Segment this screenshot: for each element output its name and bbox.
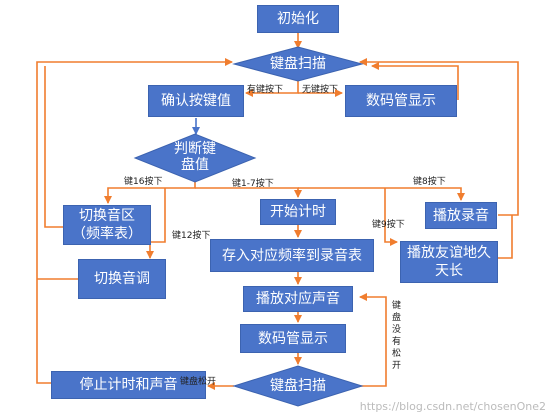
edge-label-key-released: 键盘松开 [180, 377, 217, 387]
init-label: 初始化 [277, 11, 319, 27]
play-record-box: 播放录音 [425, 202, 497, 229]
edge-label-key8: 键8按下 [413, 177, 446, 187]
scan-bottom-label: 键盘扫描 [270, 378, 326, 394]
arrow-display-to-scan [371, 62, 459, 100]
scan-top-label: 键盘扫描 [270, 56, 326, 72]
arrow-judge-to-play-record [298, 187, 465, 201]
arrow-play-song-back [498, 215, 513, 259]
start-timer-label: 开始计时 [270, 204, 326, 220]
play-song-line1: 播放友谊地久 [407, 245, 491, 261]
switch-range-line2: （频率表） [72, 226, 142, 242]
switch-range-line1: 切换音区 [79, 208, 135, 224]
scan-top-diamond [232, 46, 364, 82]
display-bottom-box: 数码管显示 [240, 324, 346, 353]
stop-label: 停止计时和声音 [79, 377, 178, 393]
switch-range-box: 切换音区 （频率表） [63, 205, 151, 245]
switch-tone-label: 切换音调 [94, 271, 150, 287]
stop-box: 停止计时和声音 [51, 371, 206, 399]
play-sound-label: 播放对应声音 [256, 291, 340, 307]
switch-tone-box: 切换音调 [78, 259, 166, 299]
confirm-key-label: 确认按键值 [161, 93, 231, 109]
play-sound-box: 播放对应声音 [243, 286, 353, 312]
display-top-box: 数码管显示 [345, 85, 457, 117]
play-song-box: 播放友谊地久 天长 [400, 241, 498, 283]
play-record-label: 播放录音 [433, 207, 489, 224]
store-freq-box: 存入对应频率到录音表 [210, 239, 374, 272]
edge-label-key1-7: 键1-7按下 [232, 179, 274, 189]
edge-label-key-not-released: 键盘没有松开 [391, 301, 401, 371]
start-timer-box: 开始计时 [260, 199, 336, 225]
play-song-line2: 天长 [435, 263, 463, 279]
edge-label-key16: 键16按下 [124, 177, 163, 187]
arrow-judge-to-switch-range [104, 182, 196, 204]
judge-label: 判断键 盘值 [160, 141, 230, 173]
init-box: 初始化 [257, 5, 339, 33]
arrow-judge-to-play-song [384, 188, 398, 246]
edge-label-key12: 键12按下 [172, 231, 211, 241]
display-bottom-label: 数码管显示 [258, 330, 328, 347]
edge-label-has-key: 有键按下 [247, 85, 284, 95]
store-freq-label: 存入对应频率到录音表 [222, 247, 362, 264]
judge-diamond [133, 133, 257, 183]
arrow-play-record-back [359, 58, 519, 216]
judge-label-line1: 判断键 [174, 141, 216, 157]
edge-label-key9: 键9按下 [372, 220, 405, 230]
confirm-key-box: 确认按键值 [148, 85, 244, 117]
scan-bottom-diamond [232, 365, 364, 407]
arrow-stop-back [36, 58, 233, 384]
arrow-switch-range-back [44, 66, 63, 228]
arrow-judge-to-start-timer [195, 187, 302, 198]
arrow-judge-to-switch-tone [146, 188, 166, 259]
edge-label-no-key: 无键按下 [302, 85, 339, 95]
watermark: https://blog.csdn.net/chosenOne2 [359, 400, 546, 413]
judge-label-line2: 盘值 [181, 157, 209, 173]
display-top-label: 数码管显示 [366, 93, 436, 109]
arrow-scan-bottom-loop [359, 293, 387, 387]
